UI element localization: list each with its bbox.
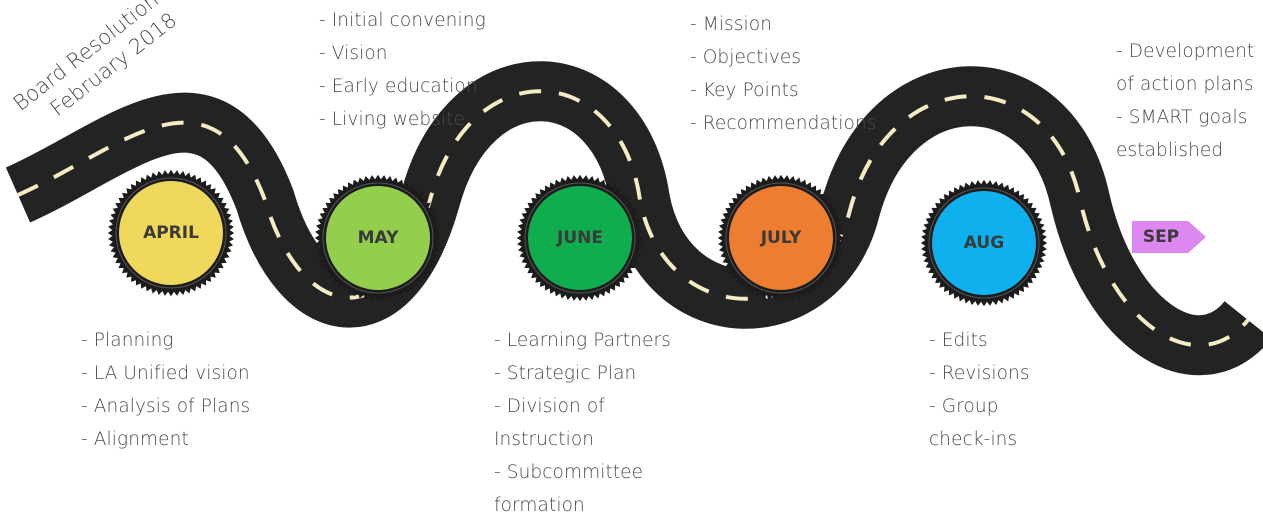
milestone-april-label: APRIL (143, 223, 199, 243)
note-item: - Planning (81, 330, 174, 351)
milestone-july-circle (717, 174, 845, 302)
milestone-july-label: JULY (760, 228, 802, 248)
note-item: - Key Points (690, 80, 799, 101)
note-item: - Development (1116, 41, 1255, 62)
milestone-inner-ring (524, 182, 636, 294)
note-item: - Edits (929, 330, 988, 351)
milestone-april-circle (107, 169, 235, 297)
note-item: - Subcommittee (494, 462, 644, 483)
milestone-disc (528, 186, 632, 290)
april-notes: - Planning - LA Unified vision - Analysi… (81, 324, 250, 456)
note-item: - Mission (690, 14, 773, 35)
note-item: - Objectives (690, 47, 802, 68)
note-item: - Group (929, 396, 999, 417)
note-item: - Alignment (81, 429, 189, 450)
aug-notes: - Edits - Revisions - Group check-ins (929, 324, 1030, 456)
note-item: - LA Unified vision (81, 363, 250, 384)
note-item: - SMART goals (1116, 107, 1248, 128)
note-item: - Recommendations (690, 113, 877, 134)
note-item: formation (494, 495, 585, 516)
june-notes: - Learning Partners - Strategic Plan - D… (494, 324, 671, 522)
milestone-june-label: JUNE (557, 228, 603, 248)
milestone-disc (119, 181, 223, 285)
milestone-disc (729, 186, 833, 290)
note-item: - Revisions (929, 363, 1030, 384)
july-notes: - Mission - Objectives - Key Points - Re… (690, 8, 876, 140)
note-item: Instruction (494, 429, 595, 450)
note-item: of action plans (1116, 74, 1254, 95)
may-notes: - Initial convening - Vision - Early edu… (319, 4, 486, 136)
milestone-june-circle (516, 174, 644, 302)
sep-arrow-marker (1132, 221, 1206, 253)
sep-notes: - Development of action plans - SMART go… (1116, 35, 1254, 167)
milestone-sep-label: SEP (1142, 227, 1180, 247)
road-center-line (17, 89, 1250, 348)
note-item: - Strategic Plan (494, 363, 637, 384)
note-item: check-ins (929, 429, 1018, 450)
milestone-aug-label: AUG (963, 233, 1005, 253)
milestone-inner-ring (725, 182, 837, 294)
milestone-may-circle (314, 174, 442, 302)
note-item: - Analysis of Plans (81, 396, 251, 417)
note-item: established (1116, 140, 1224, 161)
note-item: - Living website (319, 109, 466, 130)
milestone-may-label: MAY (357, 228, 399, 248)
note-item: - Initial convening (319, 10, 486, 31)
milestone-inner-ring (928, 187, 1040, 299)
note-item: - Vision (319, 43, 388, 64)
milestone-inner-ring (322, 182, 434, 294)
milestone-disc (932, 191, 1036, 295)
milestone-disc (326, 186, 430, 290)
note-item: - Early education (319, 76, 478, 97)
note-item: - Division of (494, 396, 605, 417)
milestone-inner-ring (115, 177, 227, 289)
milestone-aug-circle (920, 179, 1048, 307)
note-item: - Learning Partners (494, 330, 671, 351)
